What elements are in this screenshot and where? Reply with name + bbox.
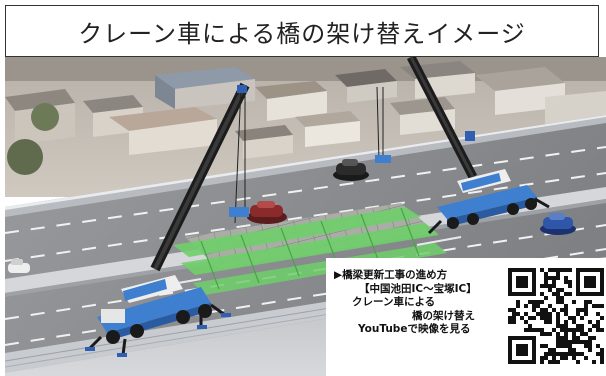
- info-line-4: 橋の架け替え: [412, 309, 475, 322]
- qr-code-icon[interactable]: [504, 264, 606, 376]
- info-line-3: クレーン車による: [352, 296, 436, 308]
- red-car: [247, 201, 287, 224]
- blue-car: [540, 213, 576, 235]
- video-link-panel[interactable]: ▶橋梁更新工事の進め方 【中国池田IC～宝塚IC】 クレーン車による 橋の架け替…: [326, 258, 504, 376]
- info-line-2: 【中国池田IC～宝塚IC】: [359, 282, 477, 295]
- qr-code-panel[interactable]: [504, 258, 606, 376]
- left-crane: [85, 82, 250, 357]
- bridge-crane-scene: [5, 57, 606, 376]
- page-title: クレーン車による橋の架け替えイメージ: [78, 19, 526, 48]
- deck-segment: [154, 203, 462, 295]
- white-car: [8, 259, 30, 273]
- right-crane: [375, 57, 550, 235]
- dark-car: [333, 159, 369, 181]
- cars: [8, 159, 576, 273]
- info-line-1: ▶橋梁更新工事の進め方: [334, 269, 448, 281]
- title-banner: クレーン車による橋の架け替えイメージ: [5, 5, 599, 57]
- youtube-link[interactable]: YouTubeで映像を見る: [358, 323, 471, 335]
